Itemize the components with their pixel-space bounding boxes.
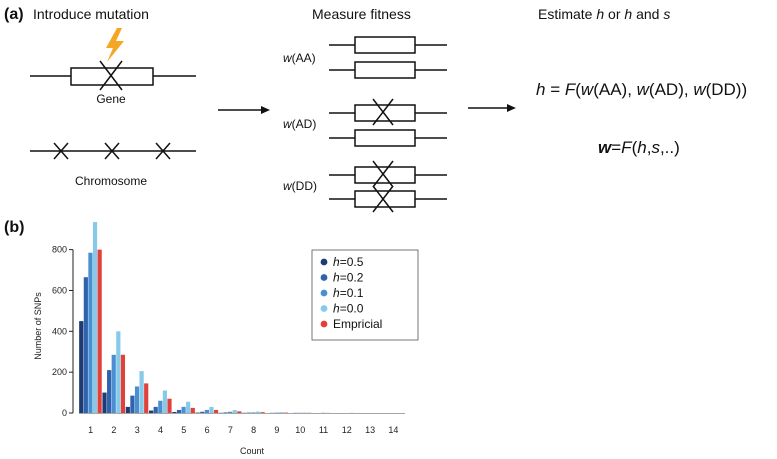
- x-tick-label: 10: [295, 425, 305, 435]
- x-tick-label: 4: [158, 425, 163, 435]
- bar: [204, 409, 209, 413]
- bar: [255, 411, 261, 413]
- y-tick-label: 0: [62, 408, 67, 418]
- y-axis: 0 200 400 600 800: [52, 245, 74, 418]
- bar: [107, 370, 112, 413]
- bar: [111, 354, 116, 413]
- bar: [190, 407, 195, 413]
- legend-marker: [320, 289, 328, 297]
- gene-label: Gene: [96, 92, 126, 106]
- x-tick-label: 9: [274, 425, 279, 435]
- lightning-bolt-icon: [106, 28, 124, 62]
- bar: [167, 398, 172, 413]
- bar: [232, 410, 237, 413]
- genotype-label-ad: w(AD): [283, 117, 316, 131]
- bar: [228, 411, 233, 413]
- bar: [79, 321, 84, 413]
- bar: [213, 409, 219, 413]
- equation-h: h = F(w(AA), w(AD), w(DD)): [536, 80, 747, 99]
- genotype-label-dd: w(DD): [283, 179, 317, 193]
- step3-title: Estimate h or h and s: [538, 6, 670, 22]
- bar: [139, 371, 144, 413]
- genotype-label-aa: w(AA): [283, 51, 316, 65]
- chromosome-diagram: [30, 142, 196, 160]
- bar: [149, 410, 154, 413]
- bar: [120, 354, 126, 413]
- equation-w: w=F(h,s,..): [598, 138, 680, 157]
- x-tick-label: 11: [319, 425, 328, 435]
- panel-b-label: (b): [4, 219, 24, 236]
- bar: [97, 249, 102, 413]
- bar: [176, 409, 182, 413]
- y-axis-label: Number of SNPs: [33, 292, 43, 360]
- bar: [162, 390, 167, 413]
- legend-item: h=0.2: [333, 271, 364, 285]
- legend-marker: [320, 274, 328, 281]
- step1-title: Introduce mutation: [33, 6, 149, 22]
- x-tick-label: 8: [251, 425, 256, 435]
- chromosome-label: Chromosome: [75, 174, 147, 188]
- arrow-right-icon: [218, 106, 270, 114]
- bar: [279, 412, 284, 413]
- arrow-right-icon: [468, 104, 516, 112]
- bar: [153, 406, 158, 413]
- gene-diagram: [30, 60, 196, 91]
- legend-item: h=0.0: [333, 302, 364, 316]
- bar: [92, 222, 98, 413]
- bar: [116, 331, 121, 413]
- bar: [251, 412, 256, 413]
- bar: [158, 400, 163, 413]
- x-tick-label: 3: [135, 425, 140, 435]
- legend-item: h=0.5: [333, 255, 364, 269]
- legend-box: [311, 249, 419, 341]
- bar: [172, 411, 177, 413]
- legend-item: Empricial: [333, 317, 382, 331]
- x-tick-label: 12: [342, 425, 352, 435]
- step2-title: Measure fitness: [312, 6, 411, 22]
- x-tick-label: 7: [228, 425, 233, 435]
- panel-a-label: (a): [4, 6, 24, 23]
- bar: [83, 277, 88, 413]
- bar: [144, 383, 149, 413]
- y-tick-label: 600: [52, 285, 67, 295]
- bar: [223, 412, 228, 413]
- x-tick-label: 6: [205, 425, 210, 435]
- legend-item: h=0.1: [333, 286, 364, 300]
- y-tick-label: 200: [52, 367, 67, 377]
- x-tick-label: 14: [388, 425, 398, 435]
- chromosome-pairs: [329, 36, 447, 213]
- bar: [200, 411, 205, 413]
- legend-marker: [320, 320, 328, 328]
- bar: [125, 406, 130, 413]
- x-tick-label: 5: [181, 425, 186, 435]
- bar: [237, 411, 242, 413]
- x-tick-label: 1: [88, 425, 93, 435]
- bar: [181, 406, 186, 413]
- bar: [130, 395, 135, 413]
- x-tick-label: 2: [111, 425, 116, 435]
- bar: [260, 412, 265, 413]
- x-tick-label: 13: [365, 425, 375, 435]
- bar: [134, 386, 140, 413]
- legend-marker: [320, 305, 328, 312]
- bars: [79, 222, 405, 414]
- y-tick-label: 400: [52, 326, 67, 336]
- bar: [88, 252, 93, 413]
- legend-marker: [320, 258, 328, 266]
- x-axis-label: Count: [240, 446, 265, 456]
- bar: [102, 392, 107, 413]
- bar: [209, 406, 214, 413]
- bar: [186, 401, 191, 413]
- y-tick-label: 800: [52, 245, 67, 255]
